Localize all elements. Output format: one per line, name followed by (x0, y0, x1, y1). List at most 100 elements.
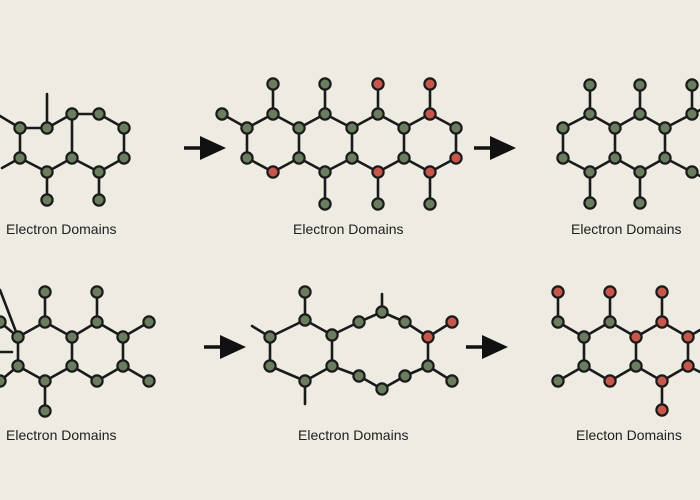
atom-green (298, 313, 312, 327)
atom-green (116, 330, 130, 344)
atom-red (371, 77, 385, 91)
atom-red (681, 359, 695, 373)
molecule-5 (250, 285, 459, 406)
atom-green (142, 315, 156, 329)
atom-green (421, 359, 435, 373)
panel-label-5: Electron Domains (298, 427, 409, 443)
atom-red (655, 403, 669, 417)
molecule-3 (556, 78, 700, 210)
atom-green (685, 107, 699, 121)
atom-red (423, 165, 437, 179)
atom-green (298, 374, 312, 388)
atom-green (398, 369, 412, 383)
atom-green (292, 151, 306, 165)
atom-green (292, 121, 306, 135)
panel-label-2: Electron Domains (293, 221, 404, 237)
atom-green (142, 374, 156, 388)
atom-red (681, 330, 695, 344)
atom-green (266, 77, 280, 91)
atom-green (629, 359, 643, 373)
atom-green (318, 107, 332, 121)
atom-red (423, 77, 437, 91)
molecule-2 (215, 77, 463, 211)
atom-green (345, 121, 359, 135)
atom-green (117, 151, 131, 165)
atom-green (685, 165, 699, 179)
atom-green (345, 151, 359, 165)
atom-green (577, 359, 591, 373)
atom-green (352, 369, 366, 383)
atom-green (583, 196, 597, 210)
atom-green (240, 151, 254, 165)
atom-red (629, 330, 643, 344)
atom-green (40, 121, 54, 135)
atom-green (608, 121, 622, 135)
atom-green (551, 374, 565, 388)
atom-green (0, 374, 7, 388)
atom-green (603, 315, 617, 329)
atom-green (449, 121, 463, 135)
atom-green (40, 165, 54, 179)
atom-green (40, 193, 54, 207)
atom-green (685, 78, 699, 92)
atom-green (397, 121, 411, 135)
atom-green (397, 151, 411, 165)
atom-green (608, 151, 622, 165)
atom-green (13, 121, 27, 135)
atom-green (583, 165, 597, 179)
atom-green (90, 285, 104, 299)
panel-label-6: Electon Domains (576, 427, 682, 443)
atom-green (556, 121, 570, 135)
atom-green (318, 77, 332, 91)
bond-stub (0, 288, 20, 339)
panel-label-3: Electron Domains (571, 221, 682, 237)
atom-green (556, 151, 570, 165)
atom-green (325, 359, 339, 373)
atom-green (38, 285, 52, 299)
panel-label-1: Electron Domains (6, 221, 117, 237)
atom-green (90, 374, 104, 388)
atom-red (655, 315, 669, 329)
atom-green (240, 121, 254, 135)
atom-green (38, 315, 52, 329)
atom-green (263, 330, 277, 344)
atom-green (658, 121, 672, 135)
atom-green (375, 382, 389, 396)
atom-red (421, 330, 435, 344)
atom-green (117, 121, 131, 135)
atom-green (583, 107, 597, 121)
atom-green (266, 107, 280, 121)
atom-green (90, 315, 104, 329)
atom-green (65, 330, 79, 344)
atom-green (371, 107, 385, 121)
atom-red (655, 285, 669, 299)
atom-red (603, 285, 617, 299)
atom-green (398, 315, 412, 329)
atom-red (371, 165, 385, 179)
atom-green (445, 374, 459, 388)
arrow-right-icon (466, 335, 508, 359)
atom-green (577, 330, 591, 344)
panel-label-4: Electron Domains (6, 427, 117, 443)
atom-red (655, 374, 669, 388)
atom-red (603, 374, 617, 388)
atom-green (633, 107, 647, 121)
atom-green (65, 359, 79, 373)
atom-green (318, 165, 332, 179)
atom-green (11, 359, 25, 373)
atom-green (318, 197, 332, 211)
atom-green (658, 151, 672, 165)
atom-green (13, 151, 27, 165)
atom-green (38, 374, 52, 388)
atom-red (445, 315, 459, 329)
atom-green (65, 107, 79, 121)
atom-green (633, 196, 647, 210)
molecule-1 (0, 92, 131, 207)
atom-green (298, 285, 312, 299)
atom-green (375, 305, 389, 319)
atom-green (92, 193, 106, 207)
molecule-4 (0, 285, 156, 418)
atom-green (371, 197, 385, 211)
atom-green (116, 359, 130, 373)
molecule-6 (551, 285, 700, 417)
